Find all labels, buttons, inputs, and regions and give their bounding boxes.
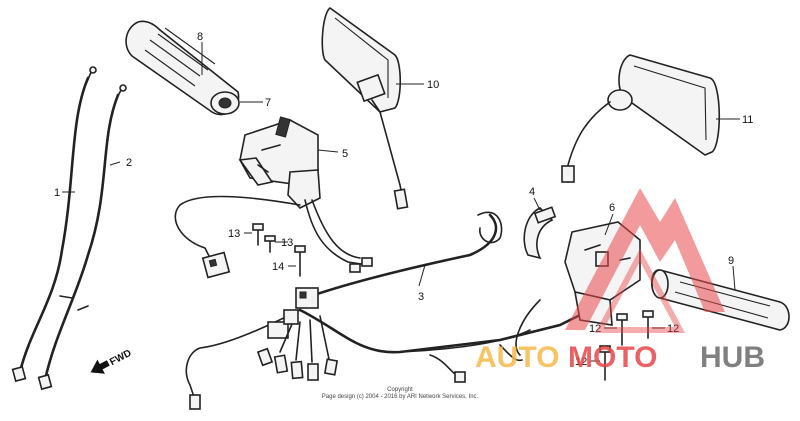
throttle-cables	[11, 66, 127, 391]
forward-arrow-icon	[90, 359, 110, 374]
copyright-line-2: Page design (c) 2004 - 2016 by ARI Netwo…	[321, 394, 479, 400]
right-screws	[599, 310, 654, 381]
watermark-logo: AUTO MOTO HUB	[475, 188, 765, 374]
copyright-notice: Copyright Page design (c) 2004 - 2016 by…	[300, 387, 500, 401]
fwd-label: FWD	[108, 348, 133, 368]
callout-1: 1	[54, 187, 60, 199]
callout-13-b: 13	[281, 237, 293, 249]
callout-5: 5	[342, 148, 348, 160]
main-wire-harness	[185, 211, 592, 410]
callout-6: 6	[609, 202, 615, 214]
callout-7: 7	[265, 97, 271, 109]
callout-labels: 1 2 3 4 5 6 7 8 9 10 11 12 12 12 13 13 1…	[54, 31, 753, 368]
callout-13-a: 13	[228, 228, 240, 240]
right-mirror	[561, 54, 721, 183]
left-mirror	[321, 7, 409, 210]
callout-2: 2	[126, 157, 132, 169]
callout-3: 3	[418, 291, 424, 303]
watermark-word-hub: HUB	[700, 341, 765, 374]
callout-14: 14	[272, 261, 284, 273]
watermark-word-auto: AUTO	[475, 341, 559, 374]
throttle-grip	[125, 20, 240, 116]
right-grip	[650, 269, 790, 331]
callout-4: 4	[529, 186, 535, 198]
callout-12-a: 12	[589, 323, 601, 335]
watermark-mountain-icon	[565, 188, 725, 330]
left-switch-wiring	[174, 195, 373, 279]
callout-8: 8	[197, 31, 203, 43]
callout-10: 10	[427, 79, 439, 91]
callout-12-b: 12	[667, 323, 679, 335]
callout-12-c: 12	[575, 356, 587, 368]
callout-leaders	[62, 42, 740, 362]
left-screws	[252, 223, 306, 277]
wire-clamp	[523, 206, 557, 260]
callout-11: 11	[742, 114, 753, 126]
left-switch-housing	[238, 116, 321, 209]
watermark-word-moto: MOTO	[568, 341, 657, 374]
callout-9: 9	[728, 255, 734, 267]
forward-direction-indicator: FWD	[90, 348, 133, 374]
copyright-line-1: Copyright	[387, 387, 413, 393]
